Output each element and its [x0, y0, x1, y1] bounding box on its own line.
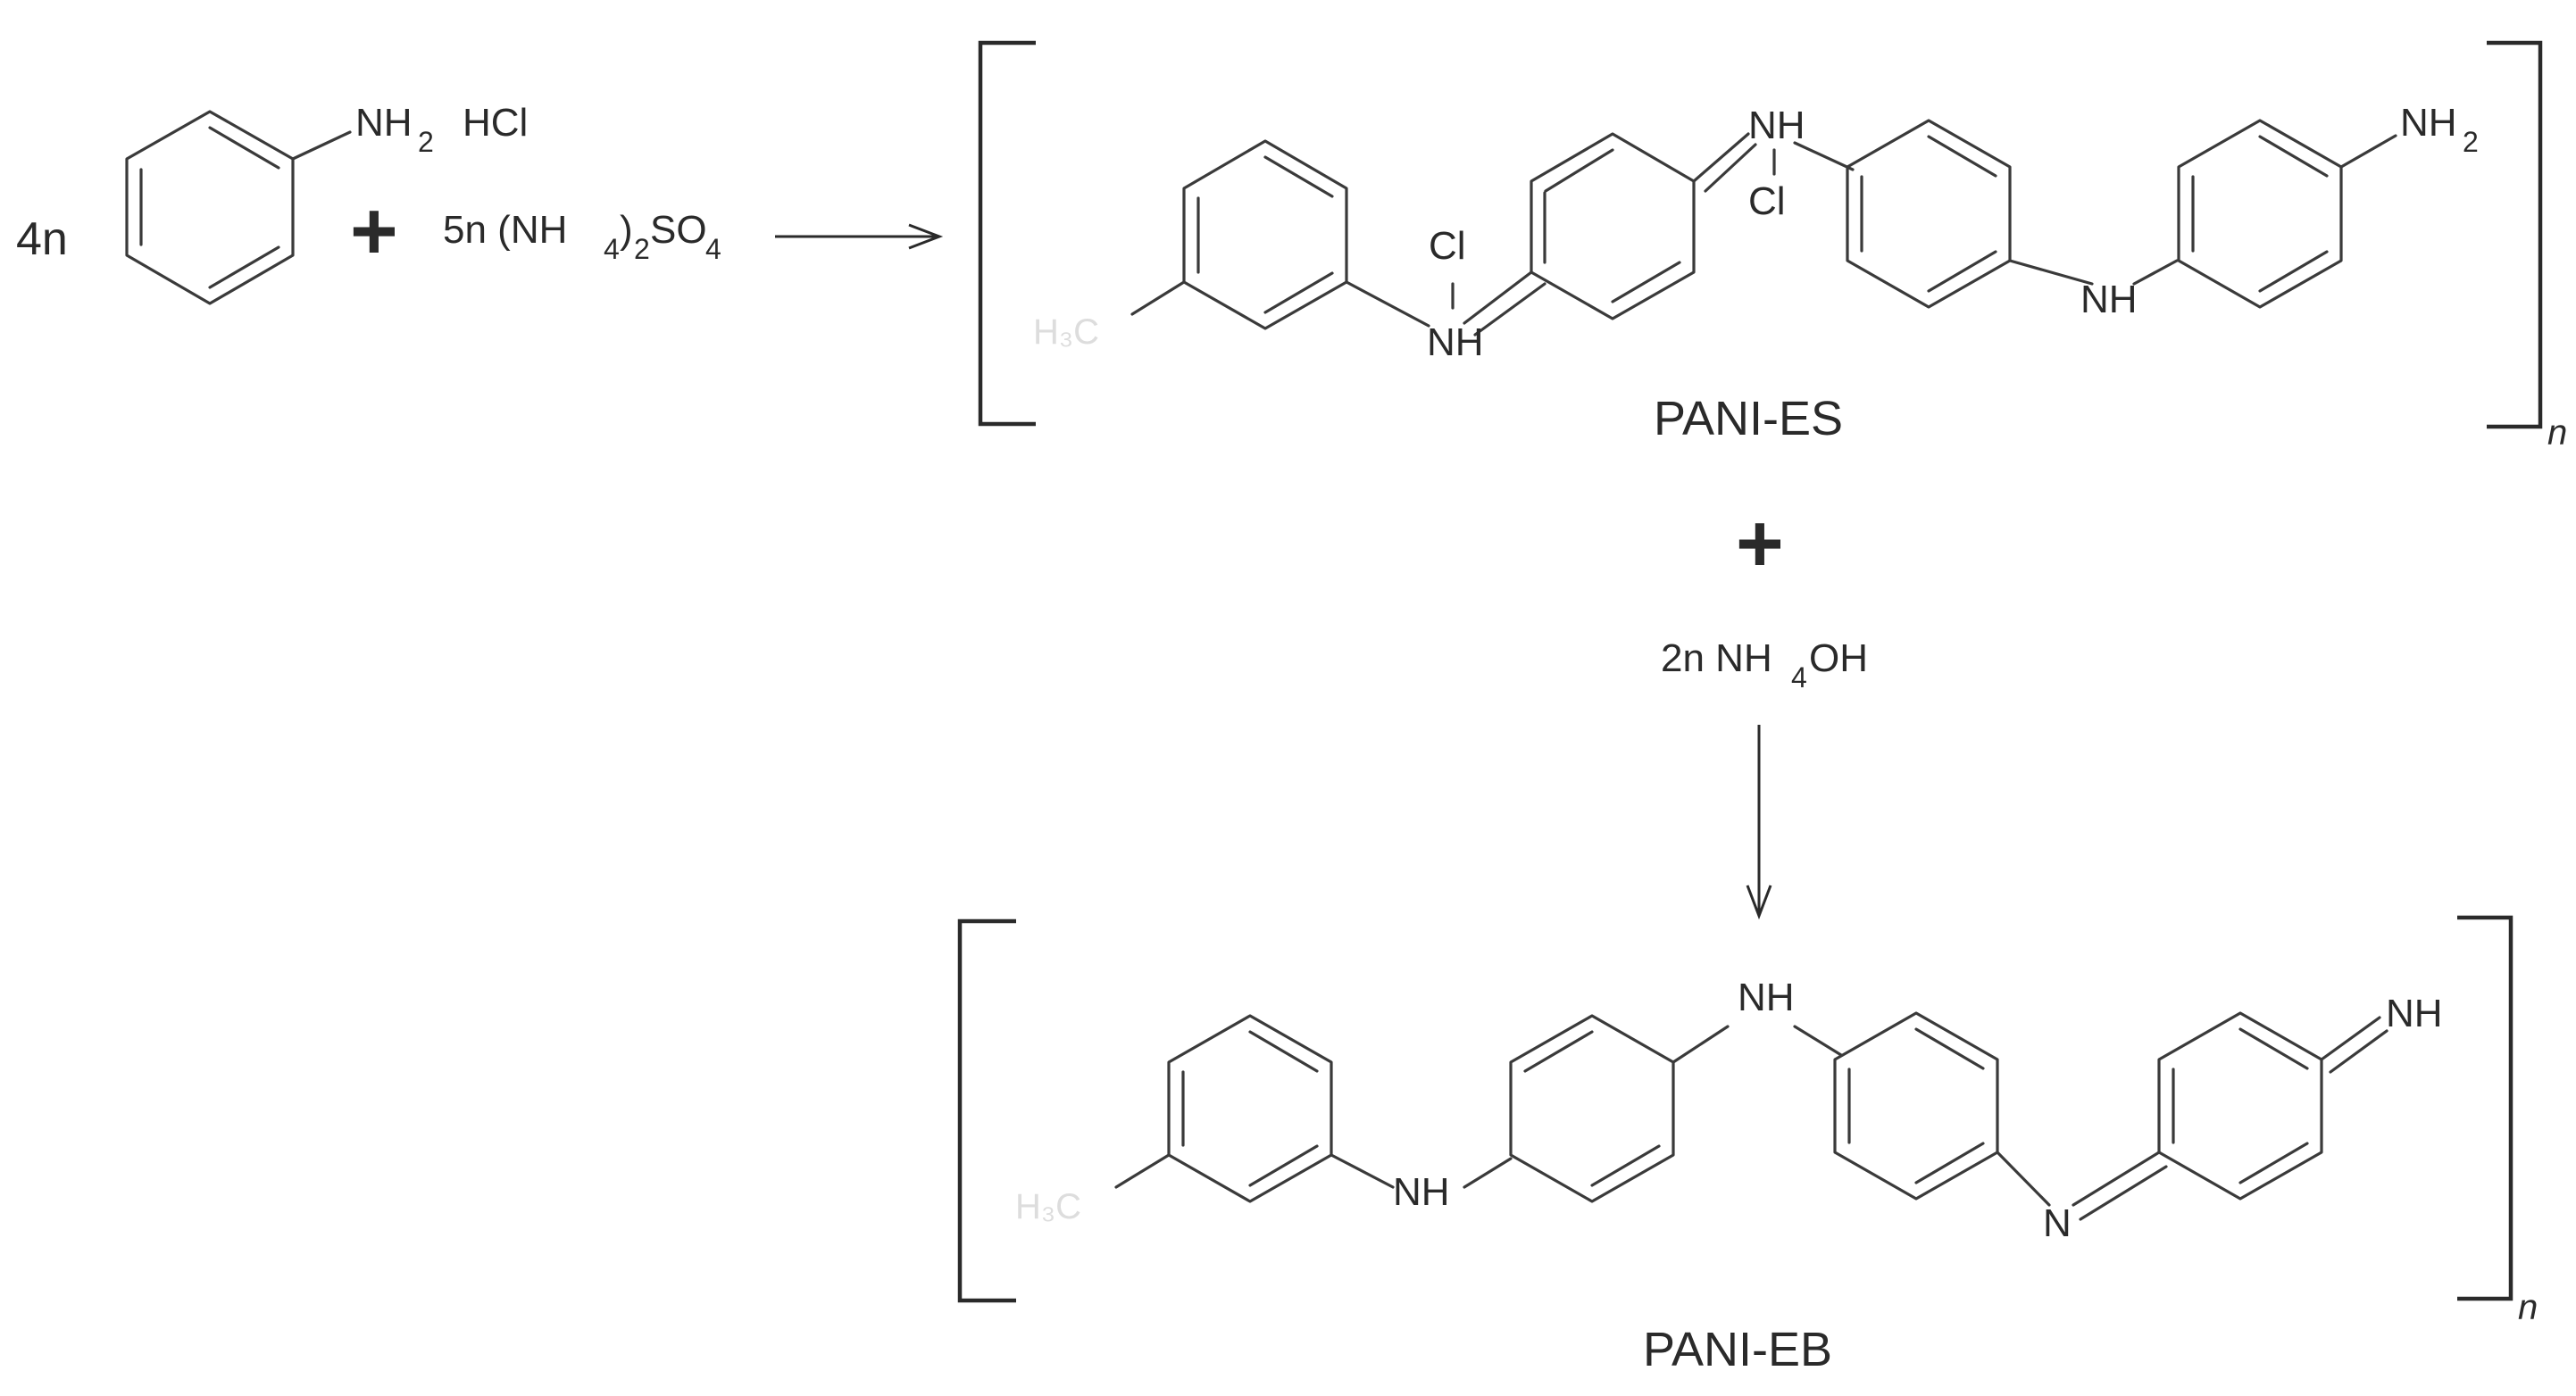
oxidant-subscript-so4: 4: [705, 233, 721, 265]
oxidant-so-label: SO: [650, 208, 707, 252]
pani-es-name: PANI-ES: [1654, 392, 1843, 445]
plus-sign-reactants: +: [350, 186, 398, 277]
plus-sign-base: +: [1736, 498, 1784, 589]
oxidant-close-paren: ): [620, 208, 633, 252]
aniline-coefficient: 4n: [16, 213, 68, 265]
pani-eb-nh-end-label: NH: [2386, 992, 2443, 1035]
pani-eb-brackets: [957, 915, 2513, 1303]
pani-es-nh-label-1: NH: [1427, 320, 1484, 364]
pani-es-nh2-subscript: 2: [2463, 126, 2479, 158]
pani-eb-structure: [1114, 1011, 2388, 1221]
oxidant-formula: 5n (NH 4 ) 2 SO 4: [443, 208, 721, 265]
pani-es-structure: [1130, 119, 2397, 337]
pani-es-repeat-index: n: [2547, 413, 2567, 453]
oxidant-label: 5n (NH: [443, 208, 567, 252]
pani-es-brackets: [978, 40, 2543, 429]
aniline-amine-subscript: 2: [418, 126, 434, 158]
pani-eb-nh-label-2: NH: [1738, 976, 1795, 1019]
pani-eb-nh-label-1: NH: [1393, 1170, 1450, 1214]
oxidant-subscript-4: 4: [604, 233, 620, 265]
pani-eb-end-group: H₃C: [1015, 1187, 1081, 1226]
base-formula: 2n NH 4 OH: [1661, 636, 1868, 694]
pani-es-cl-label-2: Cl: [1748, 179, 1786, 223]
pani-eb-repeat-index: n: [2518, 1288, 2538, 1327]
reaction-arrow-right: [775, 223, 944, 250]
aniline-hcl-label: HCl: [463, 101, 528, 145]
aniline-structure: [125, 110, 352, 305]
base-label: 2n NH: [1661, 636, 1772, 680]
oxidant-subscript-2: 2: [634, 233, 650, 265]
base-oh-label: OH: [1809, 636, 1868, 680]
pani-es-nh-label-3: NH: [2080, 278, 2138, 321]
base-subscript: 4: [1791, 661, 1807, 694]
reaction-arrow-down: [1746, 725, 1772, 920]
pani-es-nh-label-2: NH: [1748, 104, 1805, 147]
pani-es-end-group: H₃C: [1033, 312, 1099, 352]
pani-eb-imine-n-label: N: [2043, 1201, 2072, 1245]
pani-eb-name: PANI-EB: [1643, 1323, 1832, 1376]
pani-es-cl-label-1: Cl: [1429, 224, 1466, 268]
aniline-amine-label: NH: [355, 101, 413, 145]
pani-es-nh2-label: NH: [2400, 101, 2457, 145]
